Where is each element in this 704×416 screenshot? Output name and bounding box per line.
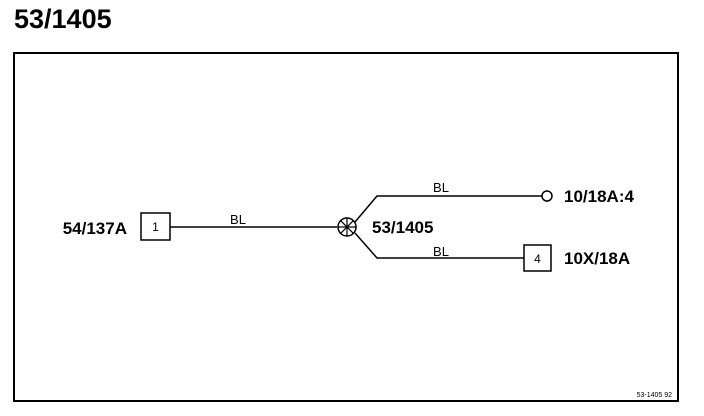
page-title: 53/1405 bbox=[14, 4, 112, 34]
upper-terminal-label: 10/18A:4 bbox=[564, 187, 634, 206]
upper-terminal-ring[interactable] bbox=[541, 190, 553, 202]
wire-lower-color: BL bbox=[433, 244, 449, 259]
wire-upper bbox=[354, 195, 542, 223]
wire-lower bbox=[354, 232, 524, 259]
figure-reference: 53-1405 92 bbox=[637, 392, 673, 399]
right-connector-pin: 4 bbox=[534, 252, 541, 266]
wire-main-color: BL bbox=[230, 212, 246, 227]
right-connector-label: 10X/18A bbox=[564, 249, 630, 268]
diagram-frame bbox=[13, 52, 679, 402]
splice-label: 53/1405 bbox=[372, 218, 433, 237]
right-connector-box[interactable] bbox=[523, 244, 552, 272]
splice-symbol[interactable] bbox=[337, 217, 357, 237]
wire-upper-color: BL bbox=[433, 180, 449, 195]
left-connector-box[interactable] bbox=[140, 212, 171, 241]
left-connector-pin: 1 bbox=[152, 220, 159, 234]
left-connector-label: 54/137A bbox=[63, 219, 127, 238]
